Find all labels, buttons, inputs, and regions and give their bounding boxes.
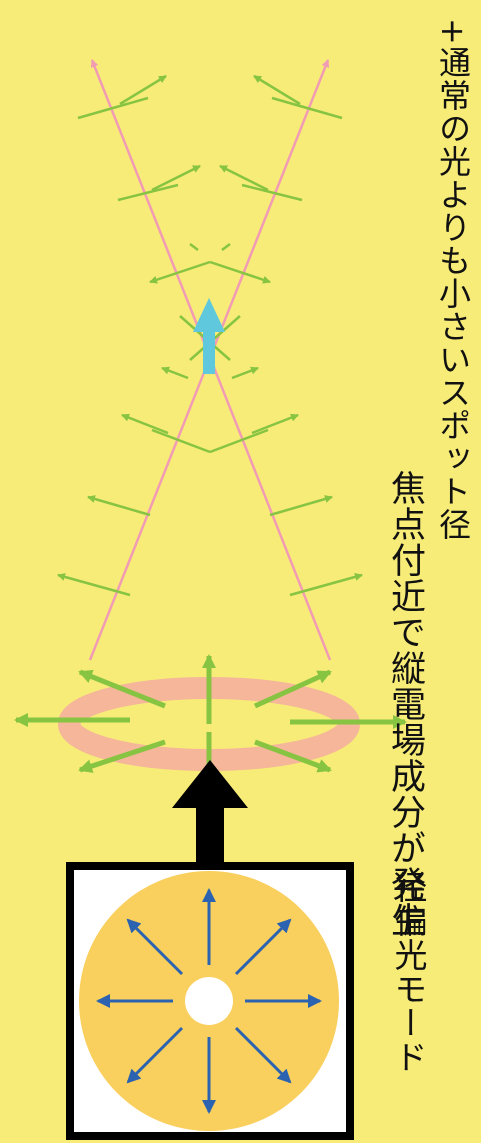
radial-polarization-arrows [96, 888, 322, 1114]
field-arrow [78, 669, 166, 709]
field-arrow [119, 74, 167, 106]
field-arrow [151, 164, 201, 192]
radial-arrow [234, 918, 292, 976]
field-arrow [241, 183, 303, 202]
longitudinal-field-arrow [193, 298, 225, 374]
field-arrow [189, 243, 199, 251]
field-arrow [209, 260, 271, 284]
field-arrow [117, 183, 179, 202]
field-arrow [253, 74, 301, 106]
field-arrow [271, 96, 343, 120]
field-arrow [151, 428, 211, 454]
field-arrow [161, 366, 189, 380]
field-arrow [269, 495, 333, 517]
ring-field-arrows [14, 654, 407, 790]
field-arrow [121, 413, 169, 435]
field-arrow [149, 260, 211, 284]
field-arrow [87, 495, 151, 517]
field-arrow [77, 96, 149, 120]
field-arrow [78, 739, 166, 773]
radial-arrow [126, 1026, 184, 1084]
field-arrow [254, 739, 332, 773]
radial-arrow [234, 1026, 292, 1084]
focus-description-line2: +通常の光よりも小さいスポット径 [434, 18, 472, 541]
field-arrow [289, 573, 363, 597]
radial-mode-label: 径偏光モード [389, 870, 428, 1074]
radial-arrow [126, 918, 184, 976]
radial-mode-panel [66, 862, 354, 1140]
field-arrow [251, 413, 299, 435]
center-hole [185, 977, 233, 1025]
field-arrow [253, 669, 332, 709]
field-arrow [221, 243, 231, 251]
input-arrow [172, 760, 248, 866]
propagation-field-arrows [57, 74, 363, 597]
focus-description-line1: 焦点付近で縦電場成分が発生 [385, 470, 425, 938]
field-arrow [57, 573, 131, 597]
field-arrow [231, 366, 259, 380]
field-arrow [209, 428, 269, 454]
field-arrow [219, 164, 269, 192]
